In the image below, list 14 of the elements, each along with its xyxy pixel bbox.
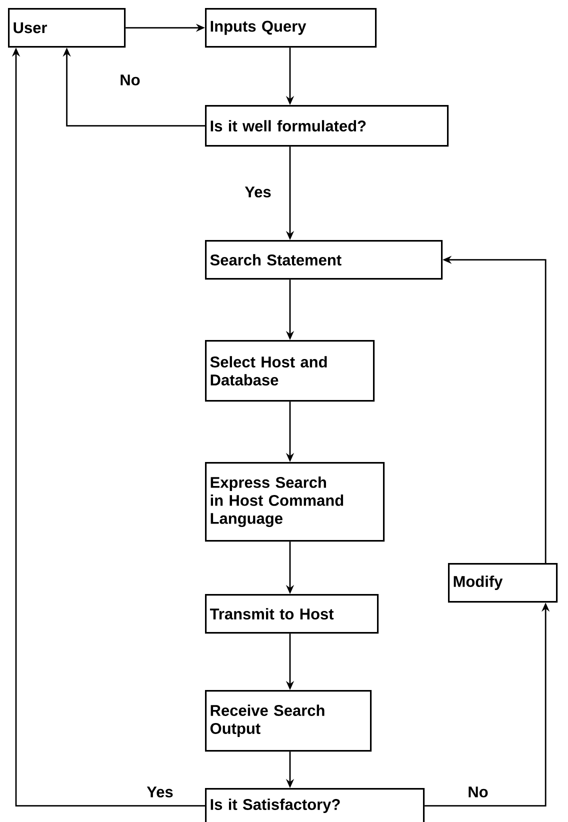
process-box: Receive Search Output: [205, 690, 372, 752]
edge-label: No: [118, 74, 142, 86]
process-box: Select Host and Database: [205, 340, 375, 402]
process-box: Transmit to Host: [205, 594, 379, 634]
edge-label: Yes: [146, 786, 174, 798]
process-box: Search Statement: [205, 240, 443, 280]
process-box: Modify: [448, 563, 558, 603]
edge-label: No: [466, 786, 490, 798]
process-box: Is it well formulated?: [205, 105, 449, 147]
process-box: User: [8, 8, 126, 48]
process-box: Is it Satisfactory?: [205, 788, 425, 822]
edge-label: Yes: [244, 186, 272, 198]
process-box: Inputs Query: [205, 8, 377, 48]
process-box: Express Search in Host Command Language: [205, 462, 385, 542]
